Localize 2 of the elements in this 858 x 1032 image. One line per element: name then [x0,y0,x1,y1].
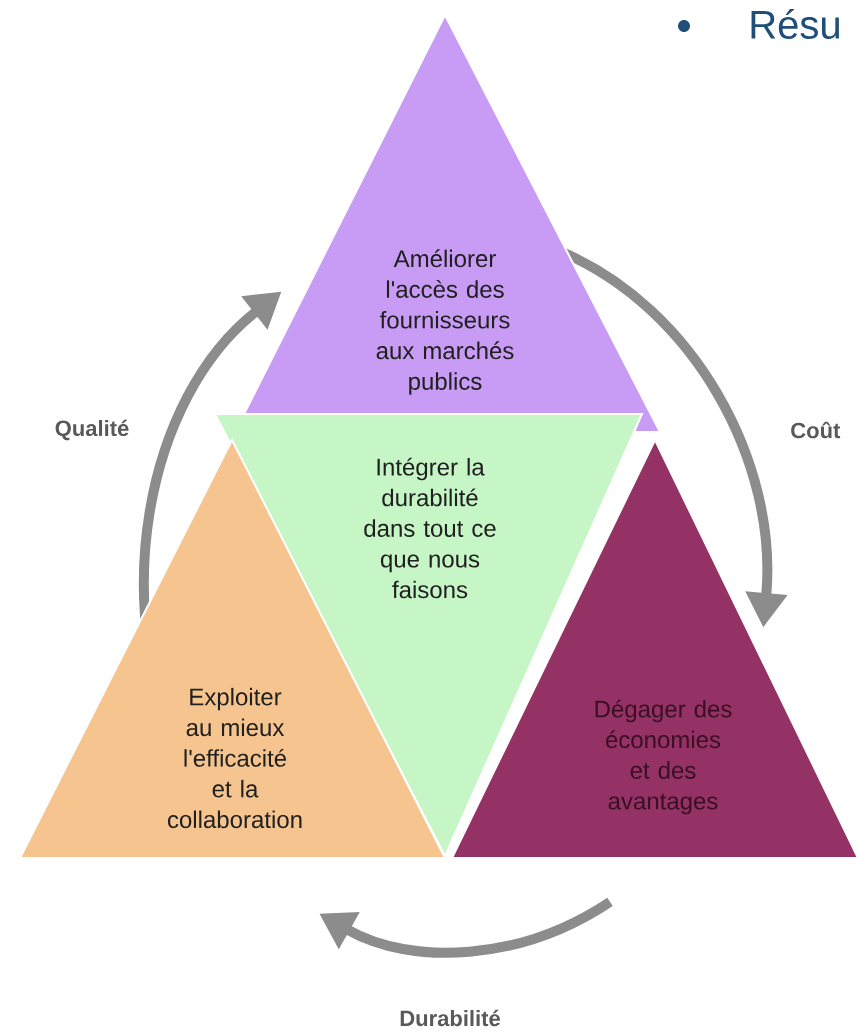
bullet-text: Résu [751,9,839,39]
axis-label: Durabilité [400,1009,500,1027]
